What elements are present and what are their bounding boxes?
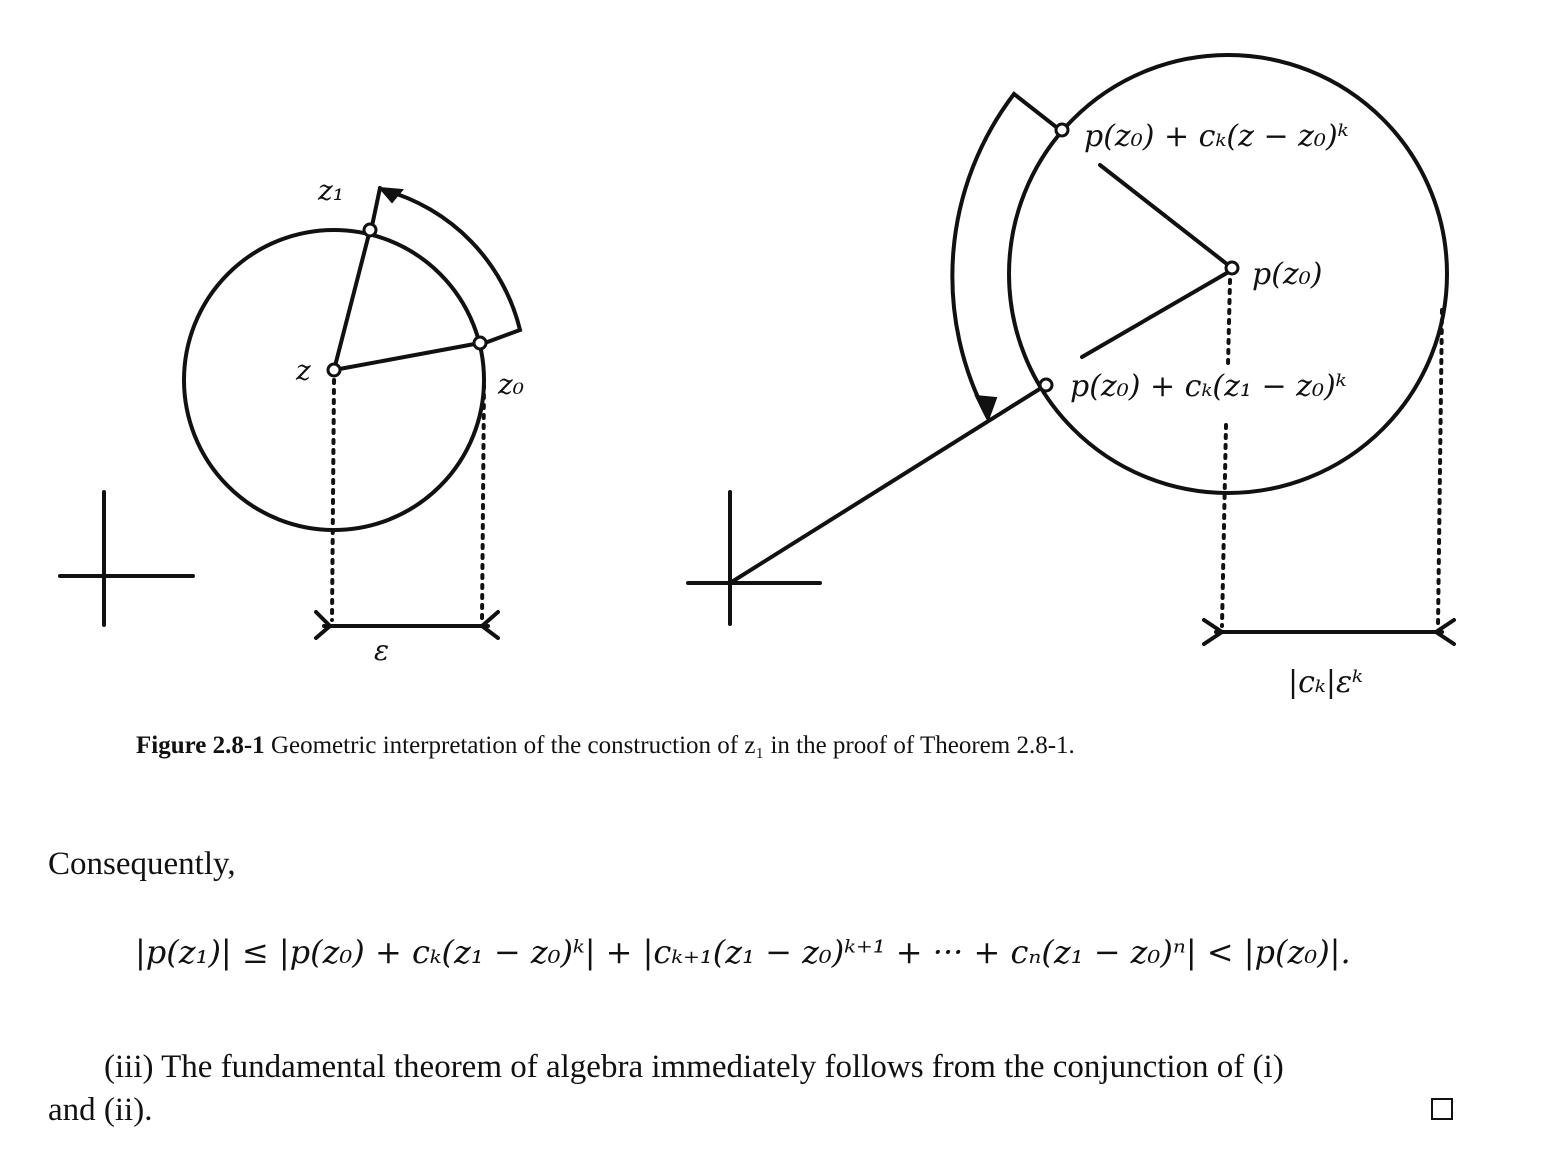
label-top-point: p(z₀) + cₖ(z − z₀)ᵏ — [1084, 119, 1349, 154]
label-epsilon: ε — [374, 634, 389, 667]
label-z1: z₁ — [317, 174, 344, 207]
right-rotation-arc — [950, 91, 1062, 420]
label-z: z — [295, 354, 311, 387]
point-top — [1054, 122, 1070, 138]
inequality-equation: |p(z₁)| ≤ |p(z₀) + cₖ(z₁ − z₀)ᵏ| + |cₖ₊₁… — [135, 933, 1351, 971]
point-center — [1224, 260, 1240, 276]
point-z — [326, 362, 342, 378]
segment-center-to-top — [1098, 163, 1234, 270]
geometric-figure: z₁ z z₀ ε p(z₀) + cₖ(z − z₀)ᵏ p(z₀) p(z₀… — [58, 53, 1456, 700]
paragraph-line-1: (iii) The fundamental theorem of algebra… — [104, 1049, 1284, 1085]
rotation-arrowhead — [377, 186, 404, 204]
dotted-drop-z — [330, 378, 336, 622]
dotted-drop-center — [1226, 278, 1232, 367]
caption-label: Figure 2.8-1 — [136, 732, 265, 759]
label-center: p(z₀) — [1252, 257, 1322, 292]
caption-text: Geometric interpretation of the construc… — [270, 732, 1075, 759]
point-z1 — [362, 222, 378, 238]
qed-box — [1431, 1098, 1453, 1120]
radius-to-z1 — [332, 228, 372, 372]
rotation-arrow-arc — [370, 186, 523, 346]
dotted-drop-right — [1436, 308, 1444, 628]
consequently-text: Consequently, — [48, 846, 236, 882]
label-bottom-point: p(z₀) + cₖ(z₁ − z₀)ᵏ — [1070, 369, 1347, 404]
dotted-drop-z0 — [480, 383, 486, 624]
radius-bracket-right-end — [1432, 618, 1456, 646]
point-bottom — [1038, 377, 1054, 393]
point-z0 — [472, 335, 488, 351]
right-diagram — [686, 53, 1456, 646]
epsilon-bracket-left-end — [314, 610, 333, 640]
right-rotation-arrowhead — [974, 394, 998, 423]
vector-to-bottom-point — [728, 383, 1048, 585]
paragraph-line-2: and (ii). — [48, 1092, 153, 1128]
radius-to-z0 — [332, 341, 482, 372]
label-z0: z₀ — [497, 368, 524, 401]
label-radius: |cₖ|εᵏ — [1288, 665, 1363, 700]
segment-to-center — [1080, 268, 1234, 359]
epsilon-bracket-right-end — [478, 610, 500, 640]
right-circle — [1007, 53, 1449, 495]
dotted-drop-bottom — [1220, 423, 1228, 628]
figure-caption: Figure 2.8-1 Geometric interpretation of… — [136, 732, 1075, 760]
radius-bracket-left-end — [1202, 618, 1226, 646]
left-diagram — [58, 186, 523, 640]
